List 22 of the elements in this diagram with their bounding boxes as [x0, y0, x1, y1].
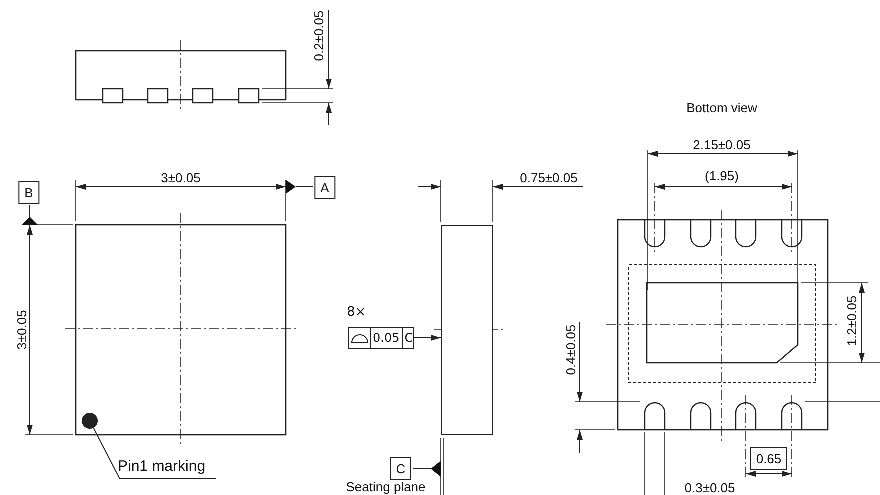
dimension-label: 3±0.05 — [161, 172, 201, 184]
dimension-label: Seating plane — [346, 480, 426, 494]
dimension-label: 1.2±0.05 — [846, 296, 858, 346]
dimension-label: 0.2±0.05 — [312, 10, 326, 62]
tolerance-value: 0.05 — [371, 328, 403, 348]
leader-line — [93, 428, 216, 480]
package-side-view — [441, 225, 493, 435]
datum-label: B — [18, 182, 40, 204]
dimension-label: 2.15±0.05 — [693, 138, 751, 152]
dimension-label: 0.75±0.05 — [520, 172, 578, 184]
quantity-note: 8× — [347, 306, 366, 319]
datum-label: C — [390, 458, 412, 480]
tolerance-value: C — [404, 330, 414, 347]
dimension-label: 0.4±0.05 — [564, 324, 578, 376]
datum-label: A — [314, 176, 336, 200]
dimension-label: Bottom view — [686, 102, 758, 114]
dimension-label: 3±0.05 — [16, 310, 28, 350]
callout-text: Pin1 marking — [118, 456, 216, 478]
datum-label: 0.65 — [750, 448, 788, 470]
leader-arrow — [414, 335, 442, 341]
dimension-label: 0.3±0.05 — [684, 482, 736, 494]
dimension-label: (1.95) — [705, 170, 739, 182]
